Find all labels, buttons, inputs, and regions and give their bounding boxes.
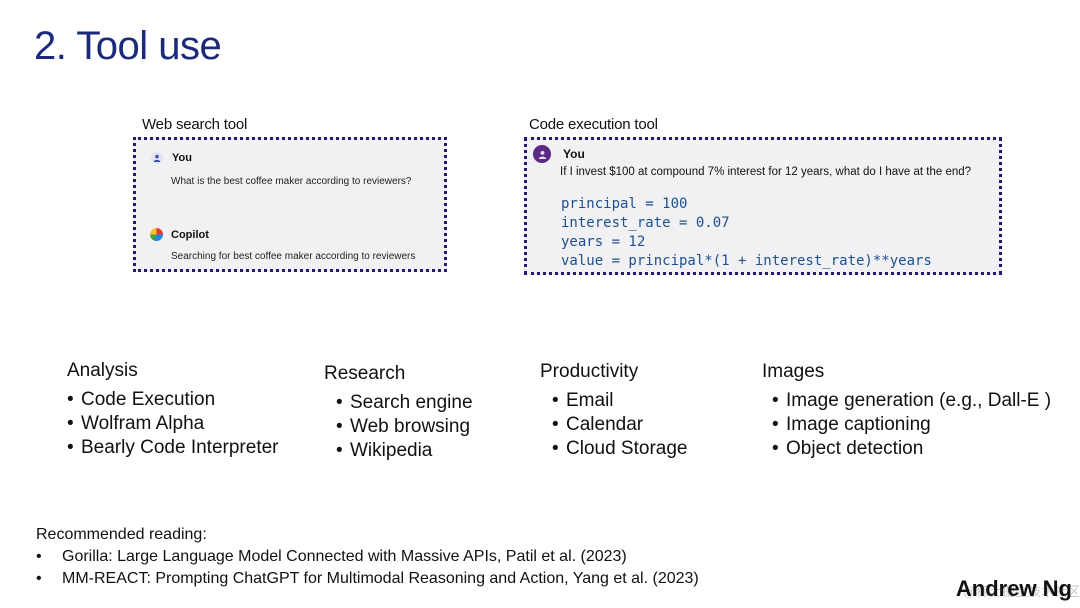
list-item: •Code Execution xyxy=(67,389,216,410)
list-item: •Wolfram Alpha xyxy=(67,413,205,434)
copilot-name: Copilot xyxy=(171,228,209,241)
watermark: @稀土掘金技术社区 xyxy=(962,584,1080,599)
list-item: •Search engine xyxy=(336,392,473,413)
code-line: value = principal*(1 + interest_rate)**y… xyxy=(561,253,932,269)
list-item: •Email xyxy=(552,390,614,411)
reading-item: •MM-REACT: Prompting ChatGPT for Multimo… xyxy=(36,570,699,587)
user-avatar-icon xyxy=(533,145,551,163)
category-heading: Images xyxy=(762,361,825,382)
list-item: •Bearly Code Interpreter xyxy=(67,437,279,458)
category-heading: Analysis xyxy=(67,360,138,381)
author-name: Andrew Ng xyxy=(955,576,1072,601)
code-exec-label: Code execution tool xyxy=(529,116,658,133)
list-item: •Calendar xyxy=(552,414,644,435)
list-item: •Web browsing xyxy=(336,416,471,437)
code-exec-panel: You If I invest $100 at compound 7% inte… xyxy=(524,137,1002,275)
user-row: You xyxy=(151,152,192,164)
copilot-status: Searching for best coffee maker accordin… xyxy=(171,251,416,262)
list-item: •Object detection xyxy=(772,438,924,459)
list-item: •Image captioning xyxy=(772,414,931,435)
list-item: •Cloud Storage xyxy=(552,438,688,459)
reading-heading: Recommended reading: xyxy=(36,526,207,543)
code-line: years = 12 xyxy=(561,234,646,250)
category-productivity: Productivity •Email •Calendar •Cloud Sto… xyxy=(540,361,687,461)
web-search-label: Web search tool xyxy=(142,116,248,133)
user-question: What is the best coffee maker according … xyxy=(171,176,412,187)
list-item: •Image generation (e.g., Dall-E ) xyxy=(772,390,1052,411)
web-search-panel: You What is the best coffee maker accord… xyxy=(133,137,447,272)
recommended-reading: Recommended reading: •Gorilla: Large Lan… xyxy=(36,526,699,590)
copilot-row: Copilot xyxy=(150,228,209,241)
category-images: Images •Image generation (e.g., Dall-E )… xyxy=(762,361,1051,461)
user-name: You xyxy=(172,152,192,164)
list-item: •Wikipedia xyxy=(336,440,433,461)
category-analysis: Analysis •Code Execution •Wolfram Alpha … xyxy=(67,360,279,460)
category-heading: Productivity xyxy=(540,361,639,382)
category-heading: Research xyxy=(324,363,406,384)
copilot-logo-icon xyxy=(150,228,163,241)
reading-item: •Gorilla: Large Language Model Connected… xyxy=(36,548,627,565)
user-name: You xyxy=(563,147,585,161)
category-research: Research •Search engine •Web browsing •W… xyxy=(324,363,473,463)
code-line: principal = 100 xyxy=(561,196,688,212)
user-icon xyxy=(151,152,163,164)
user-question: If I invest $100 at compound 7% interest… xyxy=(560,166,972,178)
slide-title: 2. Tool use xyxy=(34,24,222,68)
code-line: interest_rate = 0.07 xyxy=(561,215,730,231)
user-row: You xyxy=(533,145,585,163)
